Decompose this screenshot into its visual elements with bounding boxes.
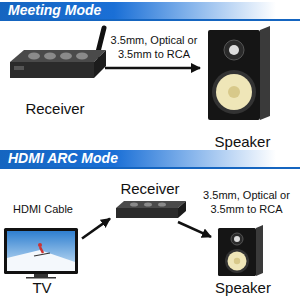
tv-illustration — [4, 228, 78, 279]
speaker-device: Speaker — [200, 22, 285, 150]
skier-head — [38, 243, 42, 247]
receiver-device: Receiver — [5, 35, 105, 117]
speaker-side — [260, 26, 270, 120]
connection-label: 3.5mm, Optical or 3.5mm to RCA — [108, 34, 200, 61]
snow — [7, 250, 75, 271]
tv-frame — [4, 228, 78, 274]
knob — [60, 53, 72, 60]
device-label: Speaker — [215, 133, 271, 150]
speaker-illustration — [208, 26, 270, 120]
receiver-top — [10, 50, 106, 62]
woofer-cone — [216, 74, 252, 110]
speaker-front — [208, 30, 260, 120]
tweeter — [231, 233, 243, 245]
tv-device: TV — [2, 224, 82, 296]
knob — [158, 203, 166, 207]
tweeter-dome — [234, 236, 240, 242]
connector-arrow — [178, 222, 211, 237]
speaker-illustration — [218, 225, 263, 276]
knob — [28, 53, 40, 60]
banner-title: Meeting Mode — [8, 2, 101, 19]
woofer-ring — [225, 249, 249, 273]
mode-banner: HDMI ARC Mode — [0, 150, 300, 169]
skier-body — [40, 247, 43, 253]
connector-arrow — [105, 67, 200, 70]
speaker-front — [218, 228, 256, 276]
tweeter — [224, 40, 244, 60]
receiver-side — [178, 201, 186, 218]
receiver-front — [116, 208, 178, 218]
tv-stand — [34, 274, 48, 277]
device-label: Receiver — [120, 180, 179, 197]
receiver-device: Receiver — [110, 180, 190, 222]
device-label: Speaker — [215, 279, 271, 296]
tv-screen — [7, 231, 75, 271]
dust-cap — [234, 258, 240, 264]
connection-label: HDMI Cable — [8, 203, 78, 217]
receiver-illustration — [116, 201, 186, 218]
tweeter-dome — [229, 45, 239, 55]
receiver-top — [116, 201, 186, 208]
knob — [44, 53, 56, 60]
receiver-side — [94, 50, 106, 78]
receiver-illustration — [10, 28, 106, 78]
mode-banner: Meeting Mode — [0, 2, 300, 21]
device-label: TV — [32, 279, 51, 296]
connector-arrow — [82, 219, 110, 239]
tv-base — [26, 277, 56, 279]
device-label: Receiver — [25, 100, 84, 117]
knob — [130, 203, 138, 207]
woofer-cone — [228, 252, 247, 271]
skis — [34, 253, 50, 256]
dust-cap — [228, 86, 240, 98]
speaker-side — [256, 225, 263, 276]
speaker-device: Speaker — [211, 222, 275, 296]
knob — [76, 53, 88, 60]
port — [14, 66, 24, 70]
knob — [144, 203, 152, 207]
woofer-ring — [212, 70, 256, 114]
connection-label: 3.5mm, Optical or 3.5mm to RCA — [198, 189, 295, 216]
banner-title: HDMI ARC Mode — [8, 150, 118, 167]
receiver-front — [10, 62, 94, 78]
